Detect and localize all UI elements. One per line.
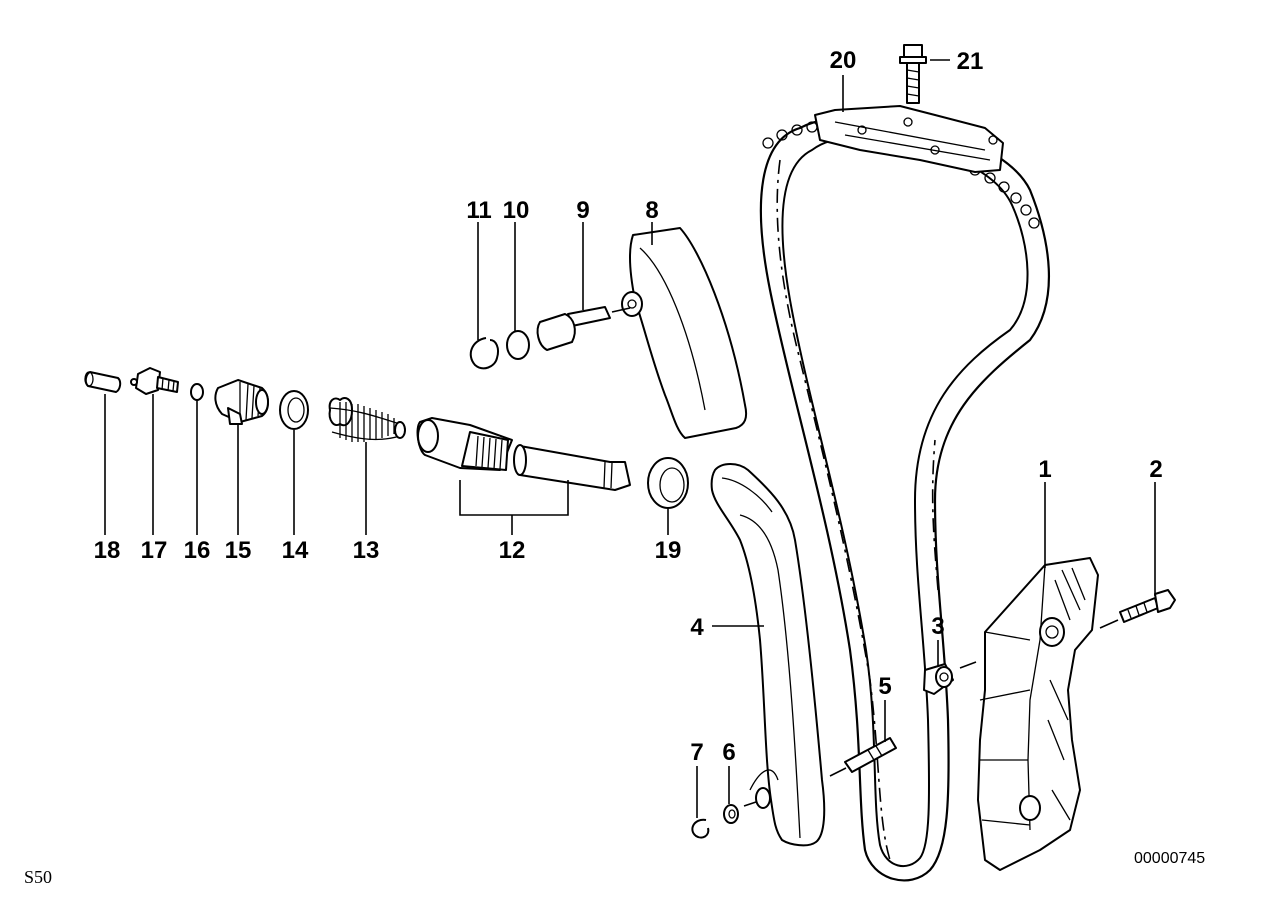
callout-9: 9 bbox=[576, 197, 589, 224]
chain-tensioner bbox=[416, 417, 631, 516]
guide-bolt bbox=[899, 44, 927, 104]
guide-pin bbox=[829, 737, 897, 777]
model-code: S50 bbox=[24, 867, 52, 887]
callout-20: 20 bbox=[830, 47, 857, 74]
leader-lines bbox=[104, 59, 1156, 818]
callout-2: 2 bbox=[1149, 456, 1162, 483]
guide-rail bbox=[710, 463, 826, 847]
callout-6: 6 bbox=[722, 739, 735, 766]
callout-15: 15 bbox=[225, 537, 252, 564]
callout-4: 4 bbox=[690, 614, 704, 641]
callout-16: 16 bbox=[184, 537, 211, 564]
timing-chain bbox=[759, 116, 1051, 882]
tensioner-cap bbox=[84, 371, 122, 393]
callout-5: 5 bbox=[878, 673, 891, 700]
bracket-bolt bbox=[1099, 589, 1176, 629]
washer bbox=[723, 801, 757, 824]
callout-11: 11 bbox=[466, 197, 491, 224]
o-ring bbox=[506, 330, 530, 360]
callout-17: 17 bbox=[141, 537, 168, 564]
callout-8: 8 bbox=[645, 197, 658, 224]
callout-21: 21 bbox=[957, 48, 984, 75]
diagram-number: 00000745 bbox=[1134, 850, 1205, 867]
callout-14: 14 bbox=[282, 537, 309, 564]
small-o-ring bbox=[190, 383, 204, 401]
guide-bracket bbox=[977, 557, 1099, 871]
compression-spring bbox=[328, 397, 406, 442]
callout-12: 12 bbox=[499, 537, 526, 564]
upper-chain-guide bbox=[814, 105, 1004, 173]
callout-18: 18 bbox=[94, 537, 121, 564]
tensioner-rail bbox=[621, 227, 748, 439]
callout-19: 19 bbox=[655, 537, 682, 564]
callout-10: 10 bbox=[503, 197, 530, 224]
check-valve bbox=[130, 367, 179, 395]
screw-plug bbox=[214, 379, 269, 425]
callout-13: 13 bbox=[353, 537, 380, 564]
callout-labels: 20 21 8 9 10 11 1 2 18 17 16 15 14 13 12… bbox=[94, 47, 1163, 766]
large-sealing-ring bbox=[647, 457, 689, 509]
pivot-pin bbox=[536, 306, 631, 351]
bushing bbox=[923, 661, 977, 695]
circlip bbox=[469, 337, 500, 370]
sealing-ring bbox=[279, 390, 309, 430]
callout-1: 1 bbox=[1038, 456, 1051, 483]
callout-7: 7 bbox=[690, 739, 703, 766]
callout-3: 3 bbox=[931, 613, 944, 640]
retaining-clip bbox=[691, 818, 710, 839]
